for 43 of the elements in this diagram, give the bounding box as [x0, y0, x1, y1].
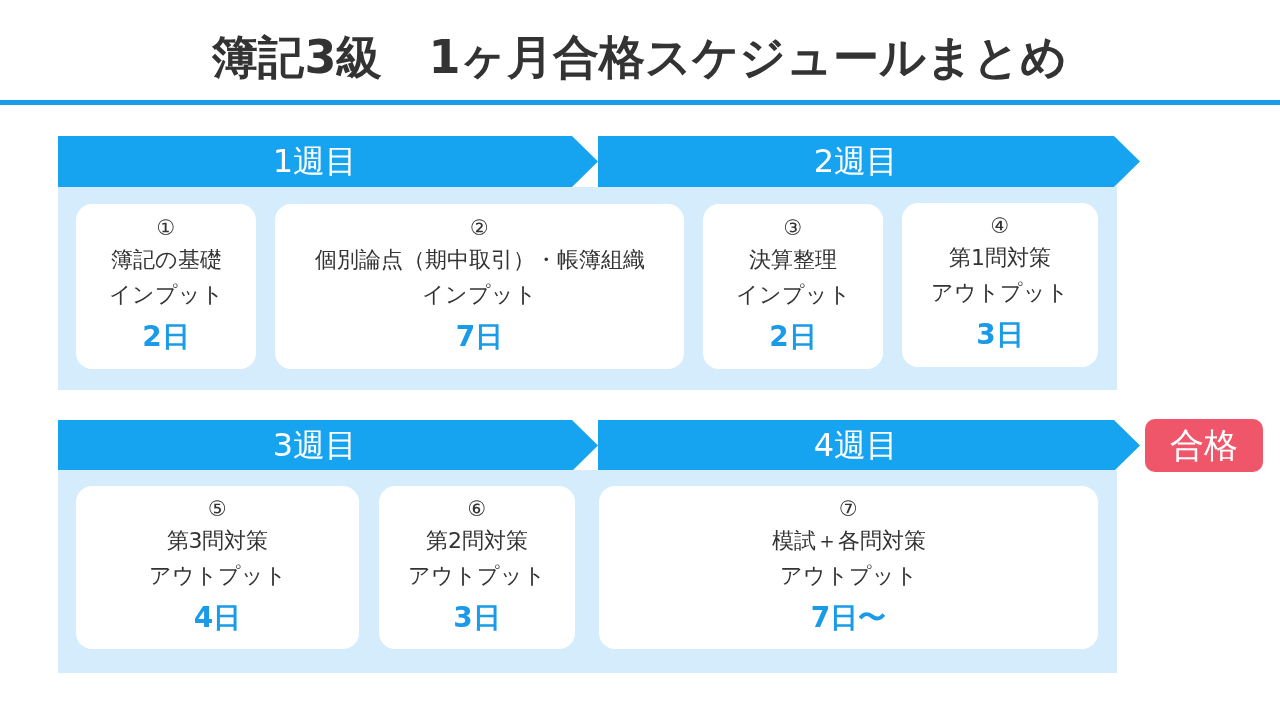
step-number: ⑦ [839, 495, 858, 523]
task-label: 第1問対策 [948, 244, 1052, 272]
task-card [76, 486, 359, 649]
duration-label: 7日〜 [810, 599, 887, 636]
task-label: 第2問対策 [425, 526, 529, 555]
week-header: 4週目 [598, 420, 1140, 471]
task-card [902, 203, 1098, 367]
task-label: 個別論点（期中取引）・帳簿組織 [313, 245, 646, 274]
task-label: アウトプット [930, 279, 1070, 307]
task-card [76, 204, 256, 369]
week-header: 2週目 [598, 136, 1140, 187]
task-card [599, 486, 1098, 649]
task-label: インプット [107, 280, 225, 309]
task-label: アウトプット [407, 561, 547, 590]
task-label: 第3問対策 [165, 526, 270, 555]
duration-label: 4日 [193, 599, 242, 636]
task-label: アウトプット [147, 561, 288, 590]
duration-label: 3日 [453, 599, 501, 636]
week-panel [58, 187, 1117, 390]
task-label: インプット [734, 280, 852, 309]
step-number: ⑤ [208, 495, 227, 523]
duration-label: 2日 [769, 318, 817, 355]
task-label: 模試＋各問対策 [770, 526, 927, 555]
step-number: ③ [783, 214, 803, 242]
week-header: 3週目 [58, 420, 598, 471]
task-label: 決算整理 [748, 245, 838, 274]
task-card [275, 204, 684, 369]
week-panel [58, 470, 1117, 673]
step-number: ② [470, 214, 489, 242]
task-label: インプット [421, 280, 538, 309]
step-number: ④ [990, 213, 1010, 240]
task-label: アウトプット [778, 561, 919, 590]
result-badge: 合格 [1145, 419, 1263, 472]
week-header: 1週目 [58, 136, 598, 187]
step-number: ⑥ [467, 495, 487, 523]
duration-label: 3日 [976, 317, 1024, 353]
task-card [703, 204, 883, 369]
step-number: ① [156, 214, 176, 242]
duration-label: 7日 [455, 318, 504, 355]
task-label: 簿記の基礎 [109, 245, 223, 274]
title: 簿記3級 1ヶ月合格スケジュールまとめ [211, 29, 1069, 86]
task-card [379, 486, 575, 649]
duration-label: 2日 [142, 318, 190, 355]
